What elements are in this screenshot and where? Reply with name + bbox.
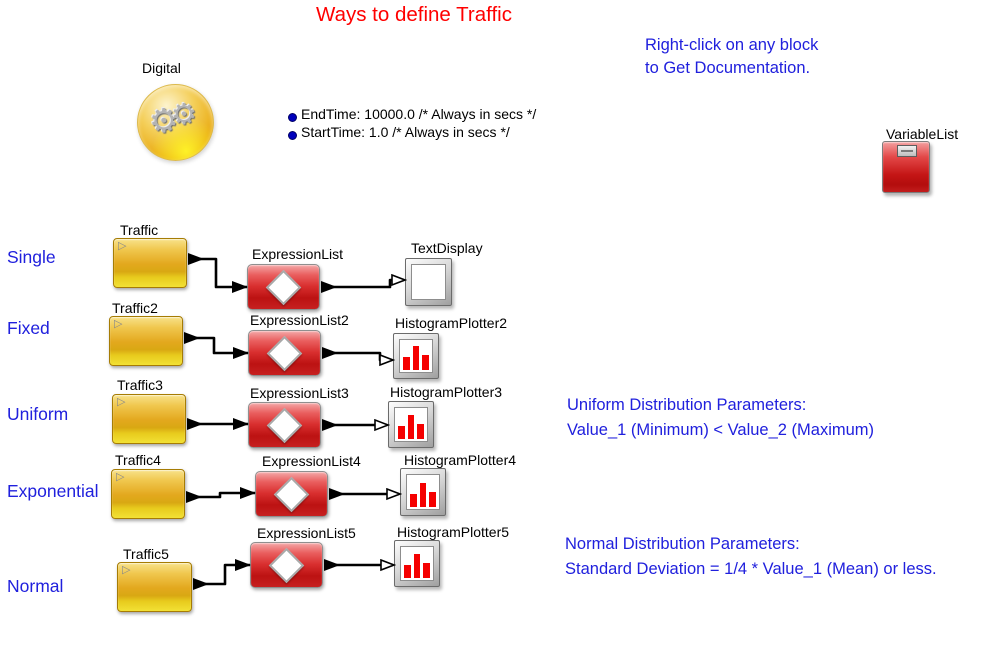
doc-note-line1: Right-click on any block (645, 36, 819, 54)
digital-block-label: Digital (142, 60, 181, 76)
traffic-block[interactable]: ▷ (117, 562, 192, 612)
expressionlist-block-label: ExpressionList (252, 246, 344, 262)
histogram-icon[interactable] (400, 468, 446, 516)
histogram-bar (417, 424, 425, 439)
traffic-block[interactable]: ▷ (112, 394, 186, 444)
traffic-block-label: Traffic2 (112, 300, 158, 316)
text-display-icon[interactable] (405, 258, 452, 306)
expressionlist-block[interactable] (248, 402, 321, 448)
category-label-uniform: Uniform (7, 404, 69, 424)
histogramplotter-block-label: HistogramPlotter4 (404, 452, 517, 468)
expressionlist-block[interactable] (255, 471, 328, 517)
wire[interactable] (193, 559, 251, 590)
histogram-icon[interactable] (388, 401, 434, 448)
histogram-icon[interactable] (393, 333, 439, 379)
uniform-annotation-line2: Value_1 (Minimum) < Value_2 (Maximum) (567, 421, 875, 439)
gear-icon: ⚙ (171, 99, 197, 131)
digital-block[interactable]: ⚙ ⚙ (137, 84, 214, 161)
histogramplotter-block-label: HistogramPlotter2 (395, 315, 508, 331)
diamond-icon (265, 269, 302, 305)
doc-note: Right-click on any block to Get Document… (645, 34, 818, 80)
histogram-icon[interactable] (394, 540, 440, 587)
diagram-title: Ways to define Traffic (316, 3, 512, 26)
variablelist-block[interactable] (882, 141, 930, 193)
histogram-bar (410, 494, 417, 507)
category-label-fixed: Fixed (7, 318, 50, 338)
histogram-bar (413, 554, 421, 578)
traffic-block-label: Traffic5 (123, 546, 169, 562)
uniform-annotation-line1: Uniform Distribution Parameters: (567, 396, 807, 414)
param-endtime: EndTime: 10000.0 /* Always in secs */ (301, 106, 537, 122)
category-label-exponential: Exponential (7, 481, 99, 501)
normal-annotation-line2: Standard Deviation = 1/4 * Value_1 (Mean… (565, 560, 937, 578)
expressionlist-block[interactable] (250, 542, 323, 588)
bullet-icon (288, 113, 297, 122)
category-label-normal: Normal (7, 576, 64, 596)
normal-annotation: Normal Distribution Parameters: Standard… (565, 532, 937, 582)
histogram-bar (404, 565, 411, 578)
histogram-bar (398, 426, 405, 439)
histogram-bar (423, 563, 431, 578)
diamond-icon (268, 547, 305, 583)
traffic-block-label: Traffic (120, 222, 159, 238)
output-port-icon: ▷ (122, 564, 131, 576)
histogram-bar (419, 483, 427, 507)
expressionlist-block[interactable] (247, 264, 320, 310)
output-port-icon: ▷ (116, 471, 125, 483)
histogramplotter-block-label: HistogramPlotter3 (390, 384, 503, 400)
traffic-block-label: Traffic4 (115, 452, 161, 468)
variablelist-label: VariableList (886, 126, 959, 142)
wire[interactable] (186, 487, 256, 503)
histogram-bar (407, 415, 415, 439)
param-starttime: StartTime: 1.0 /* Always in secs */ (301, 124, 510, 140)
expressionlist-block-label: ExpressionList3 (250, 385, 349, 401)
normal-annotation-line1: Normal Distribution Parameters: (565, 535, 800, 553)
variable-tag-icon (897, 145, 917, 157)
output-port-icon: ▷ (117, 396, 126, 408)
expressionlist-block[interactable] (248, 330, 321, 376)
gear-icon: ⚙ (149, 102, 179, 139)
traffic-block[interactable]: ▷ (111, 469, 185, 519)
output-port-icon: ▷ (114, 318, 123, 330)
doc-note-line2: to Get Documentation. (645, 59, 811, 77)
histogram-bar (429, 492, 437, 507)
bullet-icon (288, 131, 297, 140)
diamond-icon (266, 407, 303, 443)
traffic-block[interactable]: ▷ (109, 316, 183, 366)
traffic-block-label: Traffic3 (117, 377, 163, 393)
wire[interactable] (184, 332, 249, 359)
expressionlist-block-label: ExpressionList5 (257, 525, 356, 541)
output-port-icon: ▷ (118, 240, 127, 252)
traffic-block[interactable]: ▷ (113, 238, 187, 288)
textdisplay-block-label: TextDisplay (411, 240, 483, 256)
wire[interactable] (323, 353, 392, 360)
histogram-bar (412, 346, 420, 370)
wire[interactable] (188, 253, 248, 293)
histogram-bar (403, 357, 410, 370)
category-label-single: Single (7, 247, 56, 267)
expressionlist-block-label: ExpressionList2 (250, 312, 349, 328)
diamond-icon (266, 335, 303, 371)
histogram-bar (422, 355, 430, 370)
wire[interactable] (322, 280, 404, 287)
uniform-annotation: Uniform Distribution Parameters: Value_1… (567, 393, 874, 443)
expressionlist-block-label: ExpressionList4 (262, 453, 361, 469)
diamond-icon (273, 476, 310, 512)
histogramplotter-block-label: HistogramPlotter5 (397, 524, 510, 540)
